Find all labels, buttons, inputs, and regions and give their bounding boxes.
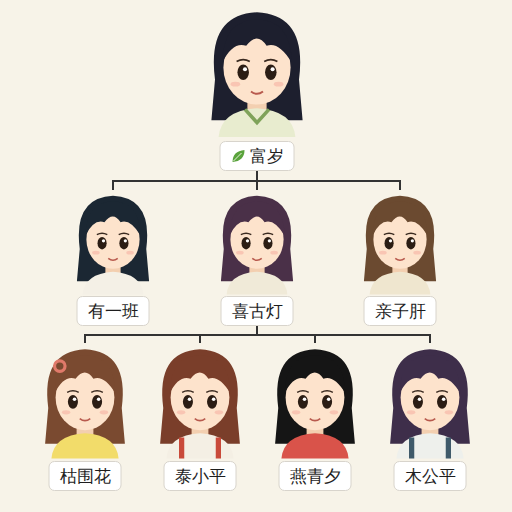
name-label: 富岁 xyxy=(220,141,295,171)
person-node: 喜古灯 xyxy=(195,190,319,326)
person-node: 木公平 xyxy=(368,343,492,491)
person-node: 亲子肝 xyxy=(338,190,462,326)
name-label: 亲子肝 xyxy=(364,296,437,326)
person-node: 燕青夕 xyxy=(253,343,377,491)
family-line xyxy=(257,326,430,343)
person-node: 富岁 xyxy=(195,5,319,171)
person-node: 泰小平 xyxy=(138,343,262,491)
name-label: 燕青夕 xyxy=(279,461,352,491)
person-name: 泰小平 xyxy=(175,465,226,487)
person-name: 富岁 xyxy=(250,145,284,167)
name-label: 枯围花 xyxy=(49,461,122,491)
person-name: 枯围花 xyxy=(60,465,111,487)
name-label: 木公平 xyxy=(394,461,467,491)
family-line xyxy=(113,171,257,190)
person-name: 木公平 xyxy=(405,465,456,487)
person-name: 亲子肝 xyxy=(375,300,426,322)
person-node: 有一班 xyxy=(51,190,175,326)
family-line xyxy=(85,326,257,343)
leaf-icon xyxy=(231,148,247,164)
person-node: 枯围花 xyxy=(23,343,147,491)
person-name: 喜古灯 xyxy=(232,300,283,322)
name-label: 泰小平 xyxy=(164,461,237,491)
person-name: 有一班 xyxy=(88,300,139,322)
family-line xyxy=(257,171,400,190)
person-name: 燕青夕 xyxy=(290,465,341,487)
family-line xyxy=(200,326,257,343)
name-label: 有一班 xyxy=(77,296,150,326)
name-label: 喜古灯 xyxy=(221,296,294,326)
